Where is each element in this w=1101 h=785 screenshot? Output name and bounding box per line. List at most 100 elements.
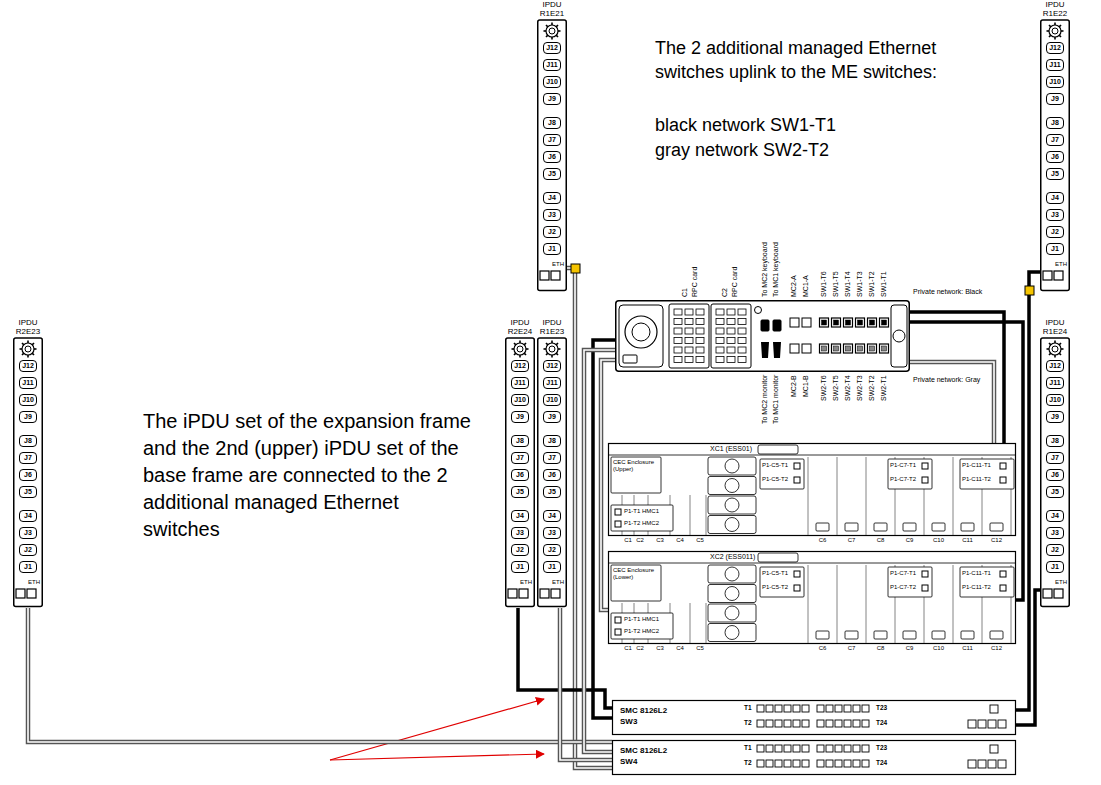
port-label: C1	[681, 288, 689, 297]
port	[794, 585, 800, 591]
eth-port	[551, 271, 560, 280]
switch-port	[835, 720, 842, 727]
switch-port	[802, 720, 809, 727]
console-port	[990, 705, 998, 713]
slot-label: C9	[906, 537, 914, 544]
gray-network-jack	[834, 346, 839, 351]
cec-enclosure: CEC Enclosure (Upper)XC1 (ESS01)P1-T1 HM…	[608, 443, 1016, 547]
switch-port	[757, 720, 764, 727]
rpc-outlet	[727, 357, 735, 363]
switch-port	[826, 705, 833, 712]
ipdu-gear-hub	[1052, 28, 1058, 34]
switch-port	[826, 745, 833, 752]
black-network-port	[820, 318, 829, 327]
port	[794, 571, 800, 577]
eth-label: ETH	[520, 579, 532, 586]
switch-port	[862, 760, 869, 767]
network-cable	[518, 608, 612, 708]
port	[922, 477, 928, 483]
ipdu-body	[1041, 20, 1070, 291]
rpc-card	[711, 304, 751, 368]
jack-label: J7	[543, 134, 561, 146]
slot-label: C8	[877, 537, 885, 544]
ipdu-name: IPDU R2E24	[505, 318, 535, 336]
jack-label: J5	[543, 168, 561, 180]
card-slot	[866, 457, 867, 535]
fan	[725, 518, 739, 532]
card-slot	[866, 565, 867, 643]
ipdu-gear	[514, 343, 526, 355]
switch-name: SMC 8126L2 SW3	[620, 705, 678, 727]
card-latch	[903, 523, 916, 531]
port-label: SW2-T5	[832, 375, 840, 401]
card-slot	[690, 603, 691, 643]
rpc-outlet	[727, 319, 735, 325]
card-slot	[808, 565, 809, 643]
jack-label: J3	[1046, 527, 1064, 539]
switch-port	[862, 720, 869, 727]
keyboard-port	[761, 320, 769, 331]
rpc-outlet	[674, 319, 682, 325]
eth-label: ETH	[552, 579, 564, 586]
ipdu-strip: IPDU R1E21J12J11J10J9J8J7J6J5J4J3J2J1ETH	[537, 0, 567, 292]
gray-network-port	[856, 344, 865, 353]
jack-label: J3	[19, 527, 37, 539]
switch-port	[793, 760, 800, 767]
card-slot	[837, 457, 838, 535]
top-strip	[608, 563, 1016, 564]
jack-label: J5	[19, 486, 37, 498]
port-label: T24	[876, 759, 887, 767]
fan	[725, 587, 739, 601]
jack-label: J11	[1046, 59, 1064, 71]
fan-module	[708, 604, 756, 622]
card-latch	[874, 523, 887, 531]
port-label: SW1-T4	[844, 271, 852, 297]
eth-port	[519, 589, 528, 598]
switch-port	[862, 705, 869, 712]
fan	[725, 626, 739, 640]
port-label: RPC card	[731, 267, 739, 297]
slot-label: C3	[656, 537, 664, 544]
eth-port	[1054, 271, 1063, 280]
port-label: T1	[744, 704, 752, 712]
jack-label: J7	[1046, 134, 1064, 146]
switch-port	[853, 720, 860, 727]
port-label: SW2-T6	[820, 375, 828, 401]
ipdu-name: IPDU R1E23	[537, 318, 567, 336]
ipdu-name: IPDU R1E24	[1040, 318, 1070, 336]
switch-port	[757, 760, 764, 767]
enclosure-frame	[609, 552, 1016, 644]
gray-network-port	[844, 344, 853, 353]
black-network-jack	[834, 320, 839, 325]
port-plate	[760, 567, 804, 597]
ipdu-name: IPDU R2E23	[13, 318, 43, 336]
jack-label: J6	[1046, 469, 1064, 481]
monitor-port	[773, 342, 781, 358]
eth-port	[1043, 589, 1052, 598]
jack-label: J5	[1046, 168, 1064, 180]
jack-label: J4	[19, 510, 37, 522]
rpc-outlet	[727, 309, 735, 315]
rpc-outlet	[738, 357, 746, 363]
port-label: T23	[876, 704, 887, 712]
gray-network-jack	[858, 346, 863, 351]
rpc-outlet	[685, 328, 693, 334]
fan	[725, 459, 739, 473]
rpc-outlet	[674, 347, 682, 353]
port-plate	[960, 567, 1014, 597]
jack-label: J1	[1046, 561, 1064, 573]
port-label: MC1-A	[802, 275, 810, 297]
switch-port	[826, 760, 833, 767]
port-label: To MC1 monitor	[772, 375, 780, 424]
port-label: P1-C11-T1	[962, 462, 991, 469]
fan-module	[708, 457, 756, 475]
jack-label: J10	[1046, 394, 1064, 406]
card-latch	[990, 631, 1003, 639]
slot-label: C9	[906, 645, 914, 652]
jack-label: J1	[1046, 243, 1064, 255]
jack-label: J10	[543, 76, 561, 88]
switch-port	[844, 720, 851, 727]
cec-drawing	[608, 551, 1016, 655]
jack-label: J6	[511, 469, 529, 481]
